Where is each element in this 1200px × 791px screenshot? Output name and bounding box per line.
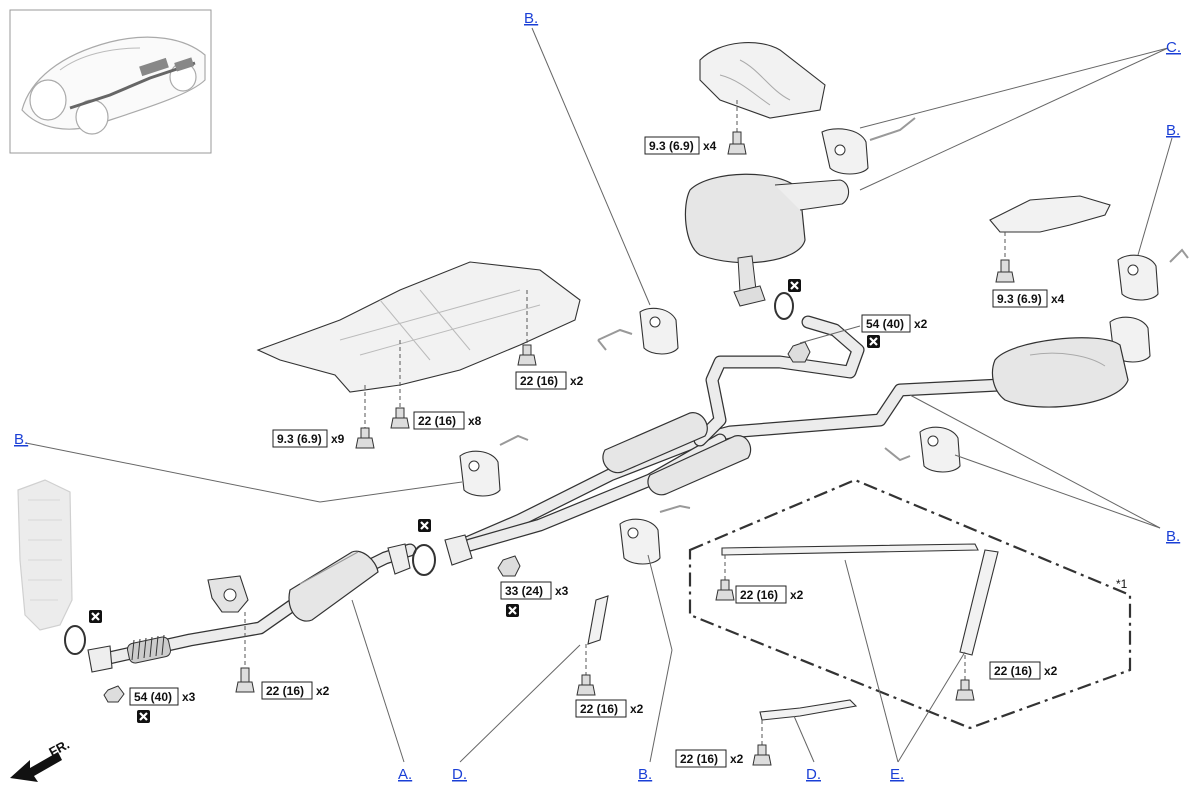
right-muffler (991, 337, 1129, 408)
front-direction-arrow-icon: FR. (10, 737, 72, 782)
rubber-hanger-1 (597, 307, 679, 355)
heat-shield-bolt-9-3 (355, 427, 375, 449)
floor-heat-shield (256, 261, 581, 428)
svg-text:x9: x9 (331, 432, 345, 446)
torque-label-33-24-x3: 33 (24) x3 (500, 581, 569, 600)
torque-label-22-16-x2-e-bar: 22 (16) x2 (735, 585, 804, 604)
callout-b-right-bottom[interactable]: B. (1166, 528, 1180, 545)
replace-part-icon (506, 604, 519, 617)
front-flange-nut (103, 685, 125, 703)
torque-label-22-16-x2-bracket: 22 (16) x2 (261, 681, 330, 700)
svg-text:x4: x4 (703, 139, 717, 153)
flex-joint (126, 634, 172, 664)
svg-text:x2: x2 (630, 702, 644, 716)
front-pipe-bracket (207, 575, 249, 668)
callout-d-right[interactable]: D. (806, 766, 821, 783)
bracket-bolt (235, 667, 255, 693)
rubber-hanger-4 (884, 426, 961, 473)
left-muffler-heat-shield (699, 42, 826, 132)
heat-shield-bolt-22-16-x8 (390, 407, 410, 429)
torque-label-54-40-x3: 54 (40) x3 (129, 687, 196, 706)
rubber-hanger-3 (619, 504, 691, 565)
stabilizer-bracket-d-upper (585, 595, 609, 675)
svg-text:x2: x2 (790, 588, 804, 602)
rubber-hanger-2 (459, 434, 529, 497)
right-muffler-heat-shield (989, 195, 1111, 260)
torque-label-22-16-x2-d: 22 (16) x2 (575, 699, 644, 718)
center-flange-nut (497, 555, 521, 577)
torque-label-9-3-x9: 9.3 (6.9) x9 (272, 429, 345, 448)
optional-parts-group (688, 478, 1132, 730)
callout-b-top[interactable]: B. (524, 10, 538, 27)
svg-text:22 (16): 22 (16) (418, 414, 456, 428)
svg-text:9.3 (6.9): 9.3 (6.9) (997, 292, 1042, 306)
heat-shield-bolt-22-16-x2 (517, 344, 537, 366)
brace-bolt-e-right (955, 679, 975, 701)
dual-exhaust-pipes (444, 315, 1007, 566)
torque-label-9-3-x4-top: 9.3 (6.9) x4 (644, 136, 717, 155)
svg-text:9.3 (6.9): 9.3 (6.9) (649, 139, 694, 153)
svg-text:x2: x2 (570, 374, 584, 388)
group-footnote: *1 (1116, 577, 1128, 591)
callout-b-bottom[interactable]: B. (638, 766, 652, 783)
svg-text:22 (16): 22 (16) (266, 684, 304, 698)
svg-text:x8: x8 (468, 414, 482, 428)
callout-a[interactable]: A. (398, 766, 412, 783)
callout-b-right-top[interactable]: B. (1166, 122, 1180, 139)
callout-d-left[interactable]: D. (452, 766, 467, 783)
vehicle-location-icon (9, 9, 212, 154)
center-gasket (412, 544, 436, 576)
replace-part-icon (89, 610, 102, 623)
direction-label: FR. (46, 737, 72, 760)
svg-text:22 (16): 22 (16) (994, 664, 1032, 678)
svg-text:54 (40): 54 (40) (866, 317, 904, 331)
front-gasket (64, 625, 86, 655)
replace-part-icon (137, 710, 150, 723)
replace-part-icon (867, 335, 880, 348)
replace-part-icon (418, 519, 431, 532)
svg-text:x2: x2 (914, 317, 928, 331)
svg-text:22 (16): 22 (16) (740, 588, 778, 602)
callout-e[interactable]: E. (890, 766, 904, 783)
torque-label-22-16-x2-heatshield: 22 (16) x2 (515, 371, 584, 390)
svg-text:22 (16): 22 (16) (680, 752, 718, 766)
svg-text:x4: x4 (1051, 292, 1065, 306)
rubber-hanger-5 (1117, 248, 1189, 301)
front-exhaust-pipe (87, 593, 307, 673)
callout-b-left[interactable]: B. (14, 431, 28, 448)
svg-text:x2: x2 (730, 752, 744, 766)
brace-bar-e-horizontal (721, 543, 979, 556)
heat-shield-bolt-top (727, 131, 747, 155)
left-muffler-gasket (774, 292, 794, 320)
svg-text:9.3 (6.9): 9.3 (6.9) (277, 432, 322, 446)
stabilizer-bracket-d-lower (759, 699, 858, 745)
torque-label-9-3-x4-right: 9.3 (6.9) x4 (992, 289, 1065, 308)
torque-label-22-16-x2-e-right: 22 (16) x2 (989, 661, 1058, 680)
heat-shield-bolt-right (995, 259, 1015, 283)
brace-bar-e-vertical (959, 549, 999, 656)
replace-part-icon (788, 279, 801, 292)
left-muffler-nut (787, 341, 811, 363)
left-muffler (684, 173, 850, 307)
torque-label-54-40-x2: 54 (40) x2 (861, 314, 928, 333)
svg-text:22 (16): 22 (16) (520, 374, 558, 388)
torque-label-22-16-x8: 22 (16) x8 (413, 411, 482, 430)
svg-text:x3: x3 (555, 584, 569, 598)
svg-text:54 (40): 54 (40) (134, 690, 172, 704)
leader-lines (25, 27, 1173, 763)
torque-label-22-16-x2-d-lower: 22 (16) x2 (675, 749, 744, 768)
callout-c[interactable]: C. (1166, 39, 1181, 56)
svg-text:33 (24): 33 (24) (505, 584, 543, 598)
brace-bolt-e-left (715, 579, 735, 601)
svg-text:x2: x2 (316, 684, 330, 698)
catalytic-converter (17, 479, 73, 631)
svg-text:x2: x2 (1044, 664, 1058, 678)
stabilizer-bolt-d-upper (576, 674, 596, 696)
center-pipe-resonator (288, 543, 417, 622)
stabilizer-bolt-d-lower (752, 744, 772, 766)
muffler-hanger-c (821, 117, 916, 175)
svg-text:22 (16): 22 (16) (580, 702, 618, 716)
svg-text:x3: x3 (182, 690, 196, 704)
